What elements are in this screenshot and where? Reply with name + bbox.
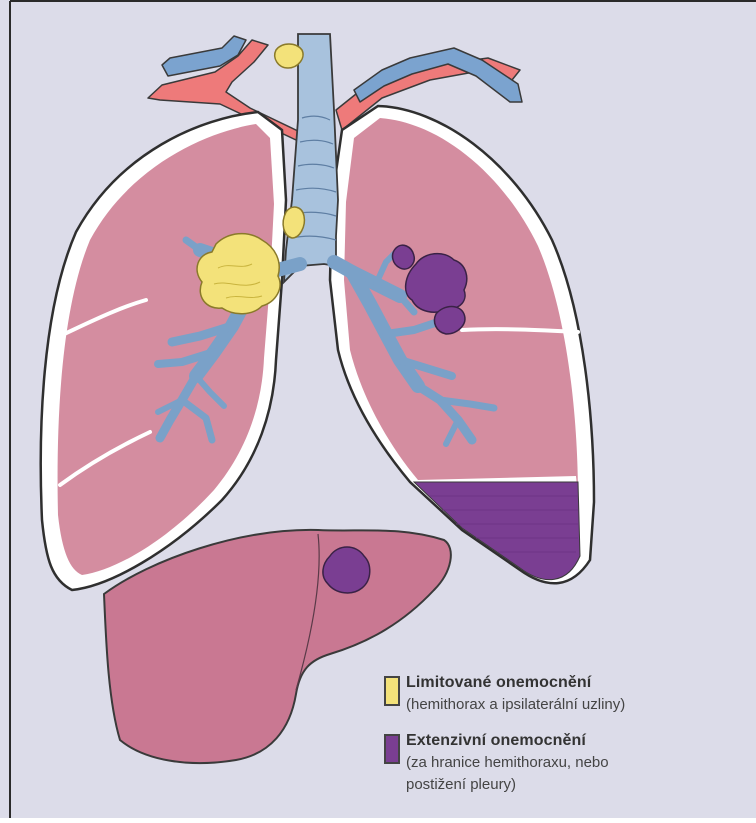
legend-extensive-title: Extenzivní onemocnění xyxy=(406,730,609,752)
legend-limited-title: Limitované onemocnění xyxy=(406,672,625,694)
legend-extensive-subtitle-line1: (za hranice hemithoraxu, nebo xyxy=(406,752,609,774)
legend-extensive-subtitle-line2: postižení pleury) xyxy=(406,774,609,796)
legend-limited: Limitované onemocnění (hemithorax a ipsi… xyxy=(384,672,625,716)
legend-extensive-text: Extenzivní onemocnění (za hranice hemith… xyxy=(406,730,609,796)
legend-limited-text: Limitované onemocnění (hemithorax a ipsi… xyxy=(406,672,625,716)
purple-square-swatch-icon xyxy=(384,734,400,764)
tumor-right-lung-small xyxy=(393,245,415,269)
legend-extensive: Extenzivní onemocnění (za hranice hemith… xyxy=(384,730,609,796)
legend-limited-subtitle: (hemithorax a ipsilaterální uzliny) xyxy=(406,694,625,716)
lymph-node-supraclavicular xyxy=(275,44,303,68)
yellow-square-swatch-icon xyxy=(384,676,400,706)
